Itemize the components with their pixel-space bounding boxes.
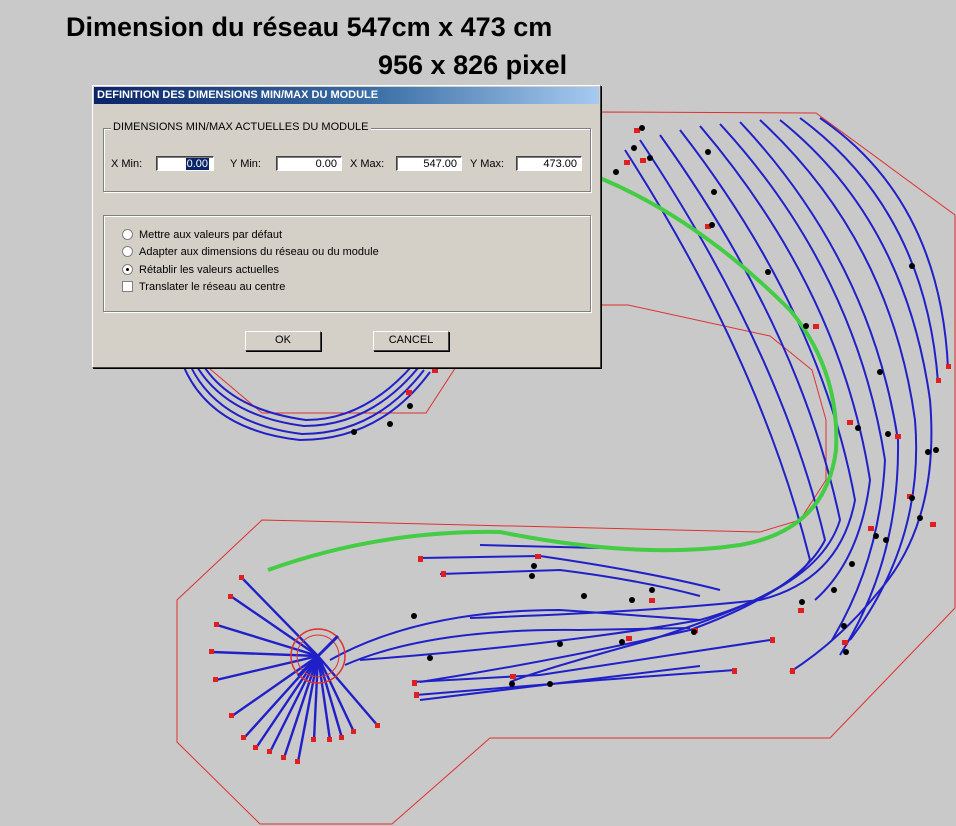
signal-markers bbox=[351, 125, 939, 687]
right-track-bundle bbox=[359, 117, 949, 683]
option-default-values-label: Mettre aux valeurs par défaut bbox=[139, 229, 283, 241]
translate-center-option[interactable]: Translater le réseau au centre bbox=[122, 280, 285, 294]
ymin-label: Y Min: bbox=[230, 158, 261, 170]
layout-pixel-size: 956 x 826 pixel bbox=[378, 50, 568, 80]
cancel-button[interactable]: CANCEL bbox=[373, 331, 449, 351]
buffer-stops bbox=[209, 128, 951, 764]
translate-center-checkbox[interactable] bbox=[122, 280, 133, 292]
current-dimensions-legend: DIMENSIONS MIN/MAX ACTUELLES DU MODULE bbox=[111, 121, 371, 133]
xmax-input[interactable]: 547.00 bbox=[396, 156, 462, 171]
option-fit-layout[interactable]: Adapter aux dimensions du réseau ou du m… bbox=[122, 245, 379, 259]
xmin-input[interactable]: 0.00 bbox=[156, 156, 214, 171]
option-default-values[interactable]: Mettre aux valeurs par défaut bbox=[122, 228, 282, 242]
turntable bbox=[290, 628, 346, 684]
ymin-input[interactable]: 0.00 bbox=[276, 156, 342, 171]
option-restore-current[interactable]: Rétablir les valeurs actuelles bbox=[122, 263, 279, 277]
translate-center-label: Translater le réseau au centre bbox=[139, 281, 286, 293]
xmin-value: 0.00 bbox=[185, 158, 209, 170]
option-restore-current-radio[interactable] bbox=[122, 263, 133, 275]
xmin-label: X Min: bbox=[111, 158, 143, 170]
ok-button[interactable]: OK bbox=[245, 331, 321, 351]
dialog-title-bar[interactable]: DEFINITION DES DIMENSIONS MIN/MAX DU MOD… bbox=[94, 87, 599, 104]
yard-tracks bbox=[329, 544, 771, 701]
option-fit-layout-radio[interactable] bbox=[122, 245, 133, 257]
highlighted-track bbox=[267, 176, 839, 572]
ymax-input[interactable]: 473.00 bbox=[516, 156, 582, 171]
options-group: Mettre aux valeurs par défaut Adapter au… bbox=[103, 215, 591, 312]
layout-dimensions-title: Dimension du réseau 547cm x 473 cm bbox=[66, 12, 553, 42]
option-default-values-radio[interactable] bbox=[122, 228, 133, 240]
left-loop-tracks bbox=[182, 364, 431, 442]
option-restore-current-label: Rétablir les valeurs actuelles bbox=[139, 264, 280, 276]
xmax-label: X Max: bbox=[350, 158, 385, 170]
ymax-label: Y Max: bbox=[470, 158, 505, 170]
option-fit-layout-label: Adapter aux dimensions du réseau ou du m… bbox=[139, 246, 379, 258]
current-dimensions-group: DIMENSIONS MIN/MAX ACTUELLES DU MODULE X… bbox=[103, 121, 591, 192]
module-dimensions-dialog[interactable]: DEFINITION DES DIMENSIONS MIN/MAX DU MOD… bbox=[92, 85, 601, 368]
